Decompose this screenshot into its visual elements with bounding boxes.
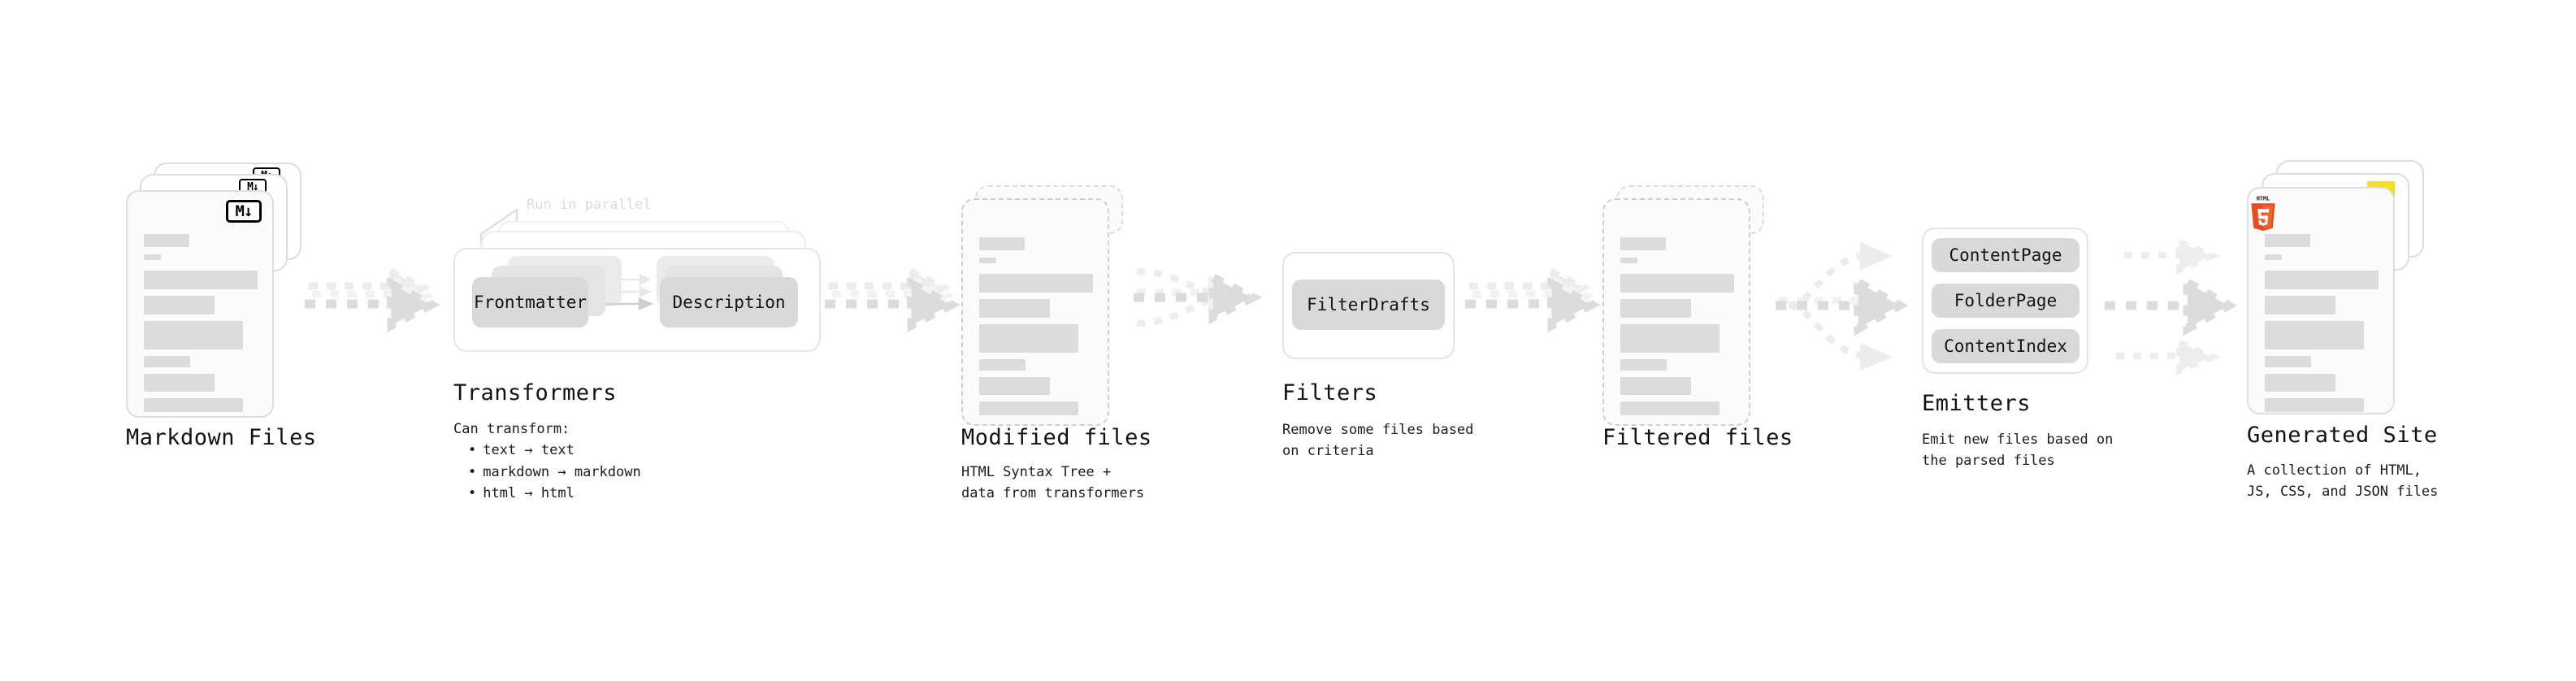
arrow-emitters-to-site	[2105, 236, 2238, 376]
transformer-chip-description[interactable]: Description	[660, 277, 798, 327]
emitters-subtitle: Emit new files based on the parsed files	[1922, 432, 2114, 470]
transformer-inner-arrows	[605, 274, 654, 310]
markdown-card-front: M↓	[126, 190, 274, 418]
arrow-transformers-to-modified	[825, 265, 961, 333]
transformers-capabilities: Can transform: text → text markdown → ma…	[453, 419, 641, 504]
markdown-card-content	[144, 234, 258, 412]
emitter-chip-folderpage[interactable]: FolderPage	[1932, 284, 2079, 318]
markdown-icon: M↓	[226, 200, 262, 223]
transformers-bullet-2: html → html	[468, 483, 641, 504]
modified-card-front	[961, 198, 1109, 426]
arrow-filters-to-filtered	[1465, 265, 1601, 333]
html5-icon: HTML	[2251, 195, 2275, 231]
generated-site-subtitle: A collection of HTML, JS, CSS, and JSON …	[2247, 462, 2439, 501]
svg-text:HTML: HTML	[2257, 195, 2270, 202]
filter-chip-filterdrafts[interactable]: FilterDrafts	[1292, 280, 1445, 330]
emitters-title: Emitters	[1922, 391, 2032, 416]
transformers-bullet-0: text → text	[468, 440, 641, 461]
arrow-modified-to-filters	[1134, 268, 1263, 327]
transformer-chip-frontmatter[interactable]: Frontmatter	[472, 277, 588, 327]
filtered-files-title: Filtered files	[1602, 425, 1793, 450]
filters-subtitle: Remove some files based on criteria	[1282, 422, 1474, 460]
modified-card-content	[979, 237, 1093, 415]
arrow-filtered-to-emitters	[1776, 242, 1909, 371]
arrow-markdown-to-transformers	[305, 265, 440, 333]
transformers-bullet-1: markdown → markdown	[468, 462, 640, 483]
generated-site-title: Generated Site	[2247, 423, 2438, 448]
run-in-parallel-label: Run in parallel	[527, 197, 652, 213]
filtered-card-front	[1602, 198, 1750, 426]
markdown-files-title: Markdown Files	[126, 425, 317, 450]
emitter-chip-contentpage[interactable]: ContentPage	[1932, 238, 2079, 272]
filters-title: Filters	[1282, 380, 1378, 406]
filtered-card-content	[1620, 237, 1734, 415]
generated-card-content	[2265, 234, 2379, 412]
emitter-chip-contentindex[interactable]: ContentIndex	[1932, 329, 2079, 363]
transformers-bullet-list: text → text markdown → markdown html → h…	[453, 440, 641, 504]
modified-files-title: Modified files	[961, 425, 1152, 450]
transformers-title: Transformers	[453, 380, 618, 406]
modified-files-subtitle: HTML Syntax Tree + data from transformer…	[961, 464, 1145, 502]
transformers-lead: Can transform:	[453, 421, 570, 437]
generated-card-front-html: HTML	[2247, 187, 2395, 414]
